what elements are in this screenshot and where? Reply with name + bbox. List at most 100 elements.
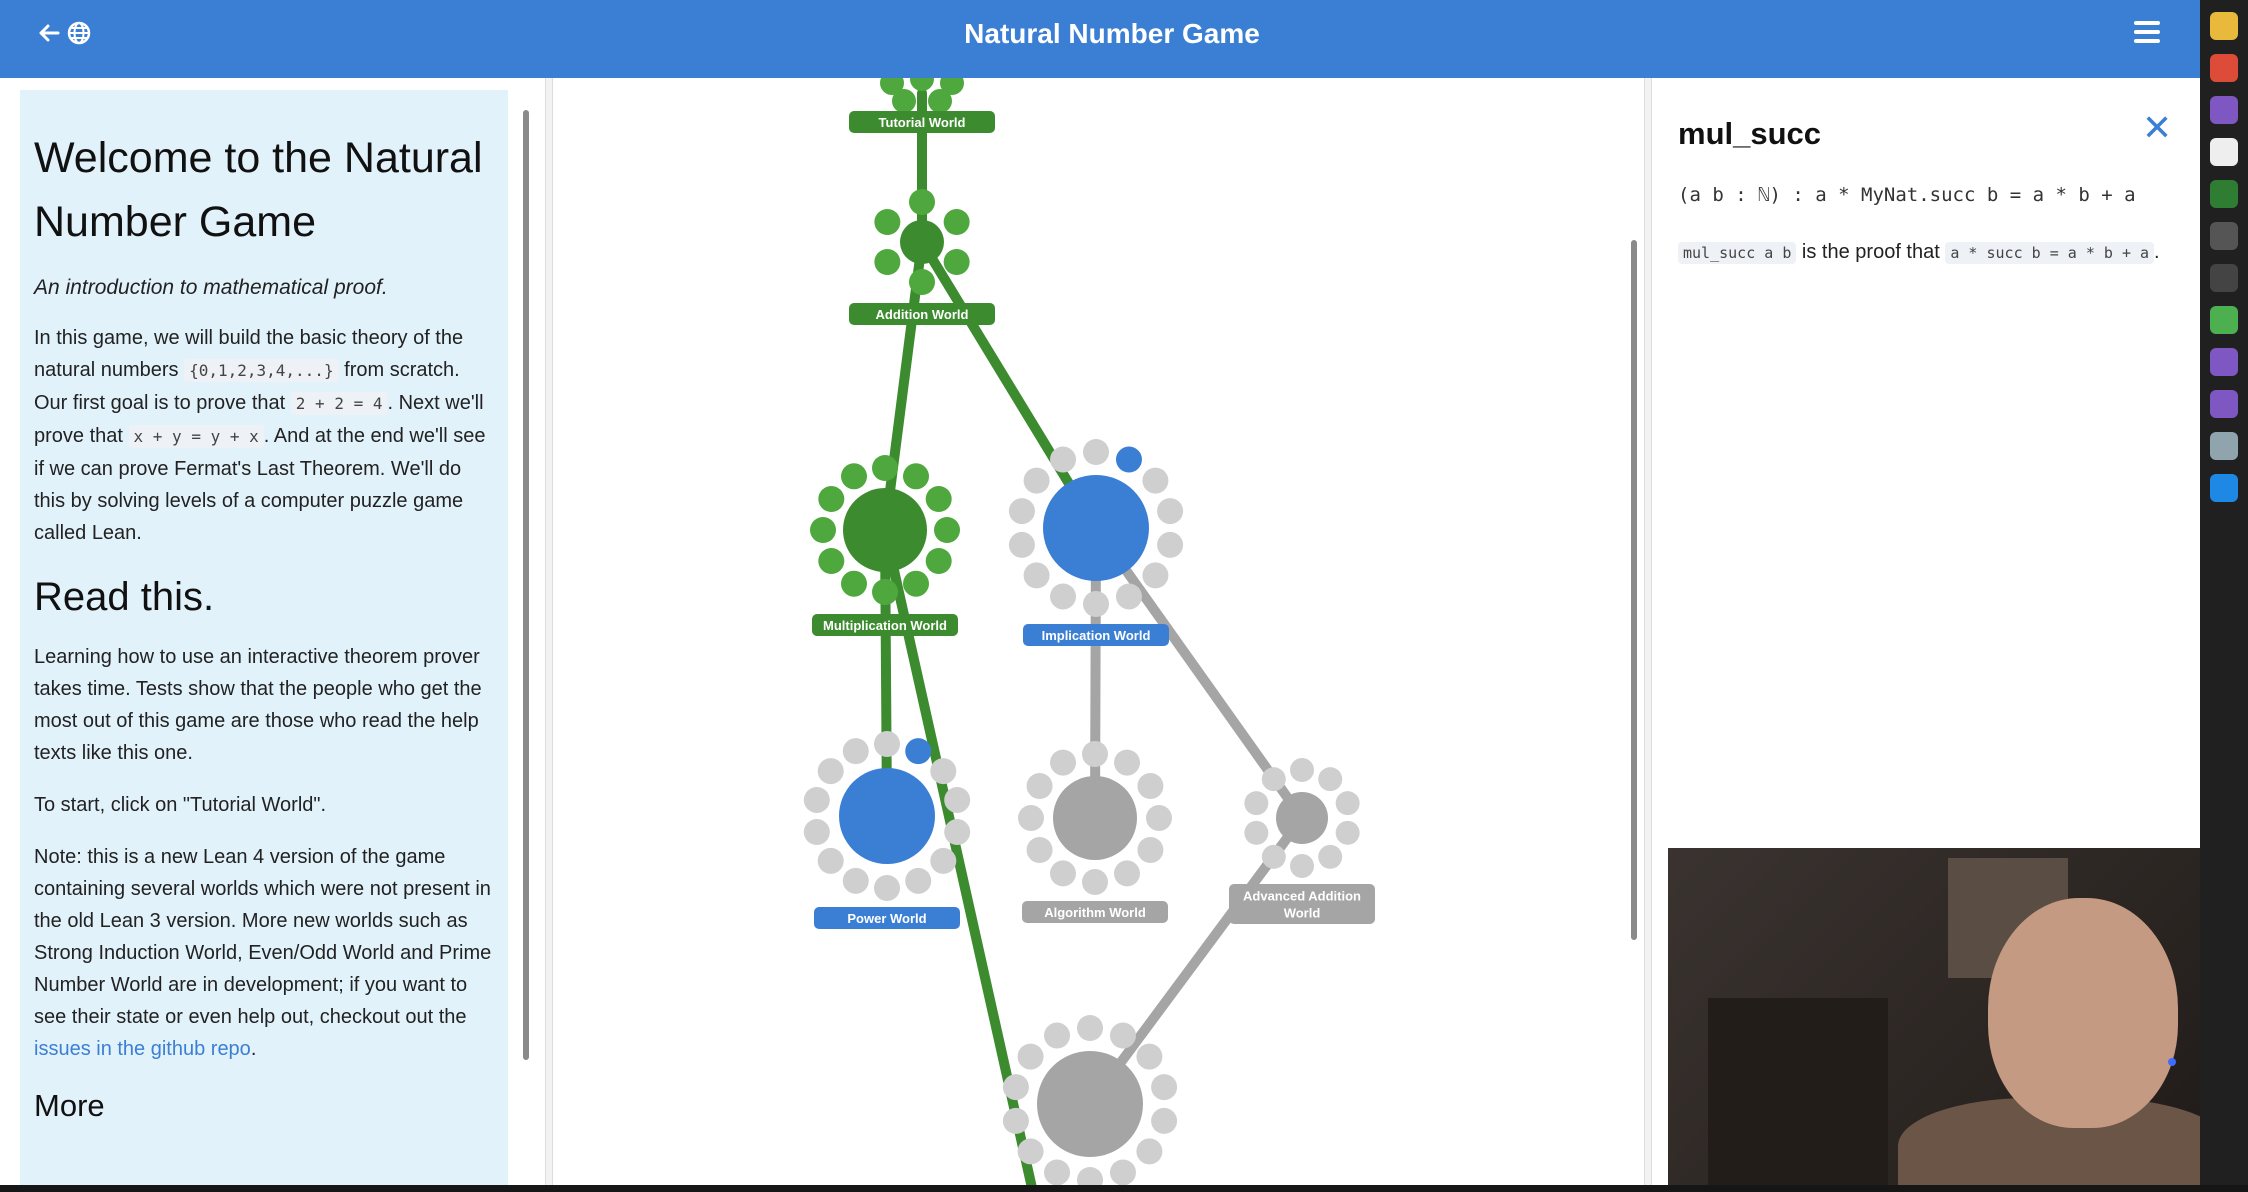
level-node [1077, 1015, 1103, 1041]
scrollbar-thumb[interactable] [1631, 240, 1637, 940]
level-node [1335, 791, 1360, 816]
level-node [818, 548, 845, 574]
level-node [1044, 1159, 1071, 1185]
level-node [1115, 583, 1142, 610]
level-node [905, 738, 932, 765]
world-label-tutorial: Tutorial World [879, 115, 966, 130]
level-node [1050, 583, 1077, 610]
scrollbar-thumb[interactable] [523, 110, 529, 1060]
app-icon[interactable] [2210, 138, 2238, 166]
level-node [841, 570, 867, 597]
level-node [1044, 1022, 1071, 1049]
level-node [1083, 439, 1109, 465]
pane-resizer-right[interactable] [1644, 78, 1652, 1185]
level-node [1142, 467, 1169, 494]
hamburger-menu-icon[interactable] [2134, 16, 2170, 52]
text: Note: this is a new Lean 4 version of th… [34, 846, 492, 1028]
level-node [1151, 1074, 1178, 1101]
vscode-icon[interactable] [2210, 474, 2238, 502]
level-node [1018, 805, 1044, 831]
level-node [1318, 844, 1343, 869]
terminal-icon[interactable] [2210, 222, 2238, 250]
level-node [1002, 1107, 1029, 1134]
level-node [874, 209, 901, 235]
read-heading: Read this. [34, 575, 215, 619]
media-icon[interactable] [2210, 180, 2238, 208]
intro-paragraph-1: In this game, we will build the basic th… [34, 322, 494, 549]
github-issues-link[interactable]: issues in the github repo [34, 1038, 251, 1060]
pane-resizer-left[interactable] [545, 78, 553, 1185]
level-node [903, 570, 929, 597]
level-node [905, 867, 932, 894]
top-bar: Natural Number Game [0, 0, 2200, 78]
level-node [817, 847, 844, 874]
level-node [1261, 767, 1286, 792]
level-node [1115, 446, 1142, 473]
level-node [1146, 805, 1172, 831]
text: . [250, 1038, 257, 1060]
world-node-addition [900, 220, 944, 264]
webcam-person-head [1988, 898, 2178, 1128]
level-node [1082, 741, 1108, 767]
intro-paragraph-4: Note: this is a new Lean 4 version of th… [34, 841, 494, 1065]
text: In this game, we will build the basic th… [34, 327, 464, 381]
level-node [842, 867, 869, 894]
globe-icon[interactable] [66, 20, 92, 53]
level-node [818, 486, 845, 512]
level-node [934, 517, 960, 543]
close-icon[interactable]: ✕ [2142, 107, 2173, 148]
level-node [872, 579, 898, 605]
app-window: Natural Number Game Welcome to the Natur… [0, 0, 2200, 1185]
inline-code: 2 + 2 = 4 [290, 392, 388, 415]
level-node [1008, 498, 1035, 525]
world-label-multiplication: Multiplication World [823, 618, 947, 633]
world-node-implication [1043, 475, 1149, 581]
level-node [943, 209, 970, 235]
world-node-unnamed_bottom [1037, 1051, 1143, 1157]
world-label-implication: Implication World [1042, 628, 1151, 643]
emacs-icon[interactable] [2210, 96, 2238, 124]
world-label-algorithm: Algorithm World [1044, 905, 1146, 920]
arrow-left-icon[interactable] [36, 20, 62, 53]
emacs-icon[interactable] [2210, 390, 2238, 418]
level-node [944, 819, 971, 846]
world-label-bg [1022, 901, 1168, 923]
world-label-advanced_addition: World [1284, 906, 1321, 921]
theorem-doc: mul_succ a b is the proof that a * succ … [1678, 236, 2183, 270]
inline-code: a * succ b = a * b + a [1945, 242, 2155, 264]
theorem-name: mul_succ [1678, 116, 1822, 151]
intro-paragraph-2: Learning how to use an interactive theor… [34, 646, 482, 764]
intro-scrollbar[interactable] [521, 90, 531, 1185]
level-node [1109, 1022, 1136, 1049]
path-addition-implication [917, 237, 1101, 533]
world-label-bg [812, 614, 958, 636]
level-node [1050, 446, 1077, 473]
text: . [2154, 241, 2160, 263]
level-node [909, 269, 935, 295]
game-icon[interactable] [2210, 306, 2238, 334]
level-node [842, 738, 869, 765]
os-taskbar [2200, 0, 2248, 1192]
text: is the proof that [1796, 241, 1946, 263]
nav-left [36, 20, 92, 53]
intro-panel: Welcome to the Natural Number Game An in… [20, 90, 508, 1185]
inline-code: x + y = y + x [128, 425, 264, 448]
level-node [930, 847, 957, 874]
level-node [1109, 1159, 1136, 1185]
level-node [1157, 498, 1184, 525]
level-node [1290, 854, 1314, 878]
page-title: Natural Number Game [964, 18, 1260, 49]
level-node [874, 875, 900, 901]
level-node [872, 455, 898, 481]
obs-icon[interactable] [2210, 264, 2238, 292]
file-explorer-icon[interactable] [2210, 12, 2238, 40]
visual-studio-icon[interactable] [2210, 348, 2238, 376]
paint-icon[interactable] [2210, 432, 2238, 460]
world-label-bg [1023, 624, 1169, 646]
text: . Next we'll prove that [34, 392, 484, 447]
map-scrollbar[interactable] [1628, 78, 1640, 1185]
level-node [817, 758, 844, 785]
chrome-icon[interactable] [2210, 54, 2238, 82]
intro-tagline: An introduction to mathematical proof. [34, 276, 388, 299]
